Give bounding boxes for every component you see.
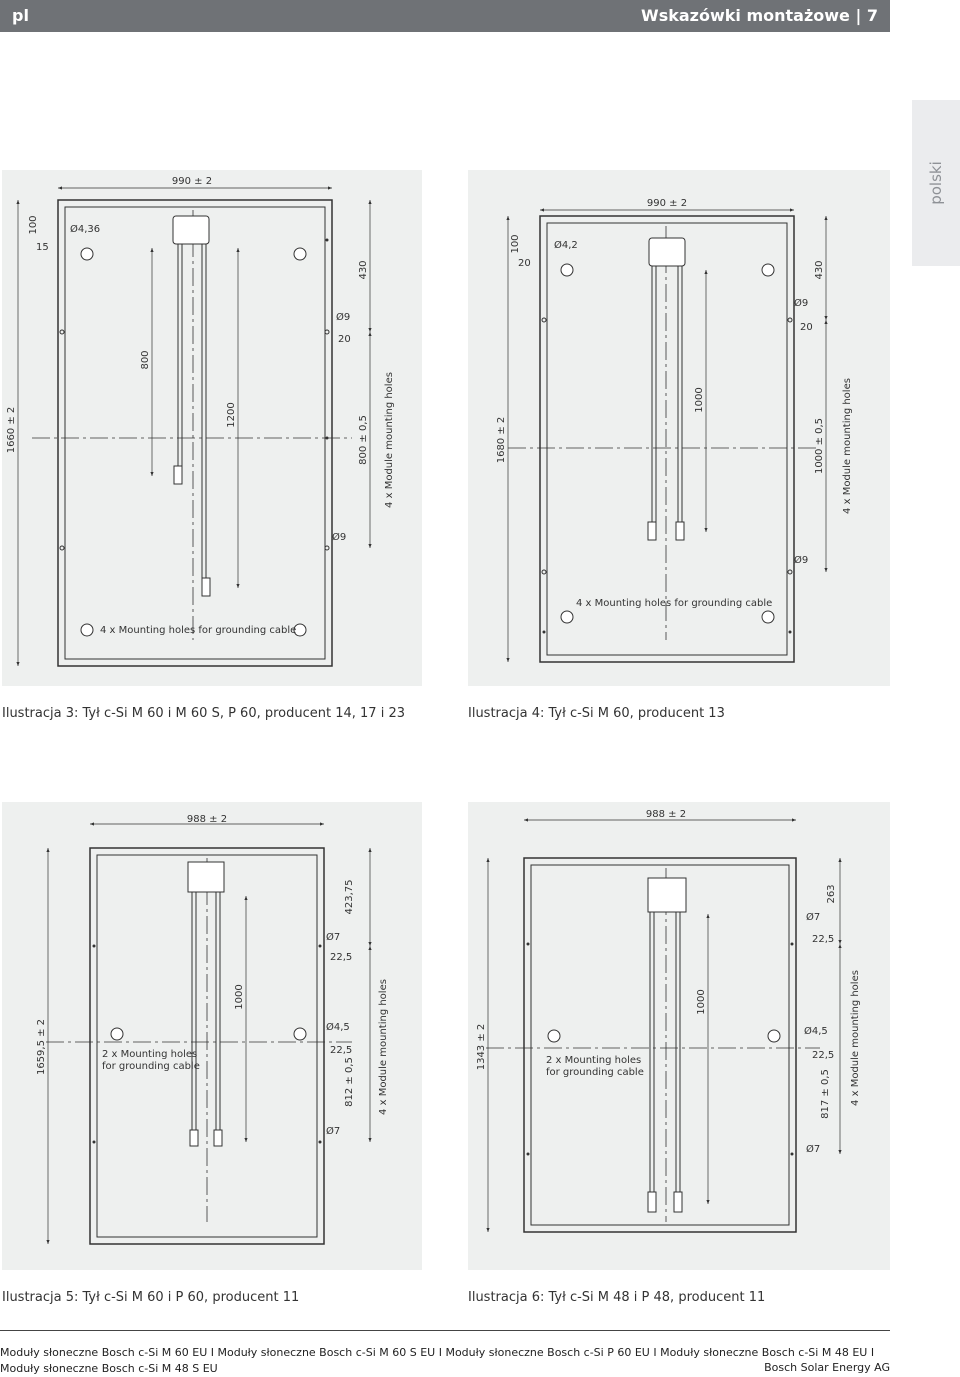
ground-holes-label: 4 x Mounting holes for grounding cable	[100, 625, 296, 636]
figure-4-panel: 1000 990 ± 2 1680 ± 2 100 20 Ø4,2 430 10…	[468, 170, 890, 686]
top-offset-dim: 100	[28, 215, 39, 234]
footer-brand: Bosch Solar Energy AG	[764, 1361, 890, 1374]
hole-diameter-label: Ø9	[794, 297, 808, 309]
height-dim: 1343 ± 2	[476, 1024, 487, 1071]
ground-holes-label: 4 x Mounting holes for grounding cable	[576, 598, 772, 609]
hole-diameter-label: Ø9	[336, 311, 350, 323]
figure-5-caption: Ilustracja 5: Tył c-Si M 60 i P 60, prod…	[2, 1290, 300, 1305]
width-dim: 990 ± 2	[647, 198, 687, 209]
corner-offset-dim: 15	[36, 242, 49, 253]
edge-dim-2: 22,5	[812, 1050, 834, 1061]
ground-icon	[110, 1027, 307, 1041]
edge-dim-1: 22,5	[330, 952, 352, 963]
hole-small-dim: Ø4,36	[70, 223, 100, 235]
ground-icon	[547, 1029, 781, 1043]
hole-spacing-dim: 1000 ± 0,5	[814, 418, 825, 474]
module-holes-label: 4 x Module mounting holes	[842, 378, 853, 514]
width-dim: 990 ± 2	[172, 176, 212, 187]
module-holes-label: 4 x Module mounting holes	[378, 979, 389, 1115]
figure-4-drawing: 1000 990 ± 2 1680 ± 2 100 20 Ø4,2 430 10…	[496, 198, 853, 663]
height-dim: 1660 ± 2	[6, 407, 17, 454]
page-header: pl Wskazówki montażowe | 7	[0, 0, 890, 32]
hole-diameter-label-2: Ø7	[326, 1125, 340, 1137]
cable-dim: 1000	[694, 387, 705, 412]
cable-dim-2: 1200	[226, 402, 237, 427]
hole-diameter-label: Ø7	[806, 911, 820, 923]
figure-6-drawing: 1000 988 ± 2 1343 ± 2 2 x Mounting holes…	[476, 809, 861, 1233]
hole-spacing-dim: 812 ± 0,5	[344, 1057, 355, 1107]
top-to-hole-dim: 423,75	[344, 880, 355, 915]
width-dim: 988 ± 2	[646, 809, 686, 820]
cable-dim: 1000	[696, 989, 707, 1014]
hole-diameter-label-2: Ø9	[332, 531, 346, 543]
hole-diameter-label-2: Ø9	[794, 554, 808, 566]
hole-ground-diameter: Ø4,5	[804, 1025, 828, 1037]
edge-dim: 20	[338, 334, 351, 345]
hole-ground-diameter: Ø4,5	[326, 1021, 350, 1033]
figure-6-caption: Ilustracja 6: Tył c-Si M 48 i P 48, prod…	[468, 1290, 766, 1305]
top-offset-dim: 100	[510, 234, 521, 253]
top-to-hole-dim: 430	[358, 260, 369, 279]
language-tab-label: polski	[927, 161, 945, 205]
footer-divider	[0, 1330, 890, 1331]
ground-icon	[560, 263, 775, 624]
height-dim: 1659,5 ± 2	[36, 1019, 47, 1075]
module-holes-label: 4 x Module mounting holes	[850, 970, 861, 1106]
top-to-hole-dim: 263	[826, 884, 837, 903]
language-code: pl	[12, 6, 29, 25]
edge-dim-1: 22,5	[812, 934, 834, 945]
figure-6-panel: 1000 988 ± 2 1343 ± 2 2 x Mounting holes…	[468, 802, 890, 1270]
ground-holes-label-1: 2 x Mounting holes	[546, 1055, 641, 1066]
figure-3-drawing: 800 1200 990 ± 2 1660 ± 2 100 15 Ø4,36 4…	[6, 176, 395, 667]
top-to-hole-dim: 430	[814, 260, 825, 279]
figure-5-drawing: 1000 988 ± 2 1659,5 ± 2 2 x Mounting hol…	[36, 814, 389, 1245]
hole-diameter-label: Ø7	[326, 931, 340, 943]
width-dim: 988 ± 2	[187, 814, 227, 825]
figure-4-caption: Ilustracja 4: Tył c-Si M 60, producent 1…	[468, 706, 725, 721]
figure-3-panel: 800 1200 990 ± 2 1660 ± 2 100 15 Ø4,36 4…	[2, 170, 422, 686]
hole-spacing-dim: 800 ± 0,5	[358, 415, 369, 465]
figure-3-caption: Ilustracja 3: Tył c-Si M 60 i M 60 S, P …	[2, 706, 405, 721]
ground-icon	[80, 247, 307, 637]
edge-dim: 20	[800, 322, 813, 333]
hole-diameter-label-2: Ø7	[806, 1143, 820, 1155]
module-holes-label: 4 x Module mounting holes	[384, 372, 395, 508]
cable-dim: 1000	[234, 984, 245, 1009]
ground-holes-label-2: for grounding cable	[546, 1067, 644, 1078]
page-title: Wskazówki montażowe | 7	[641, 6, 878, 25]
language-tab[interactable]: polski	[912, 100, 960, 266]
height-dim: 1680 ± 2	[496, 417, 507, 464]
edge-dim-2: 22,5	[330, 1045, 352, 1056]
ground-holes-label-1: 2 x Mounting holes	[102, 1049, 197, 1060]
cable-dim-1: 800	[140, 350, 151, 369]
hole-small-dim: Ø4,2	[554, 239, 578, 251]
ground-holes-label-2: for grounding cable	[102, 1061, 200, 1072]
footer-text: Moduły słoneczne Bosch c-Si M 60 EU I Mo…	[0, 1346, 875, 1375]
hole-spacing-dim: 817 ± 0,5	[820, 1069, 831, 1119]
corner-offset-dim: 20	[518, 258, 531, 269]
figure-5-panel: 1000 988 ± 2 1659,5 ± 2 2 x Mounting hol…	[2, 802, 422, 1270]
